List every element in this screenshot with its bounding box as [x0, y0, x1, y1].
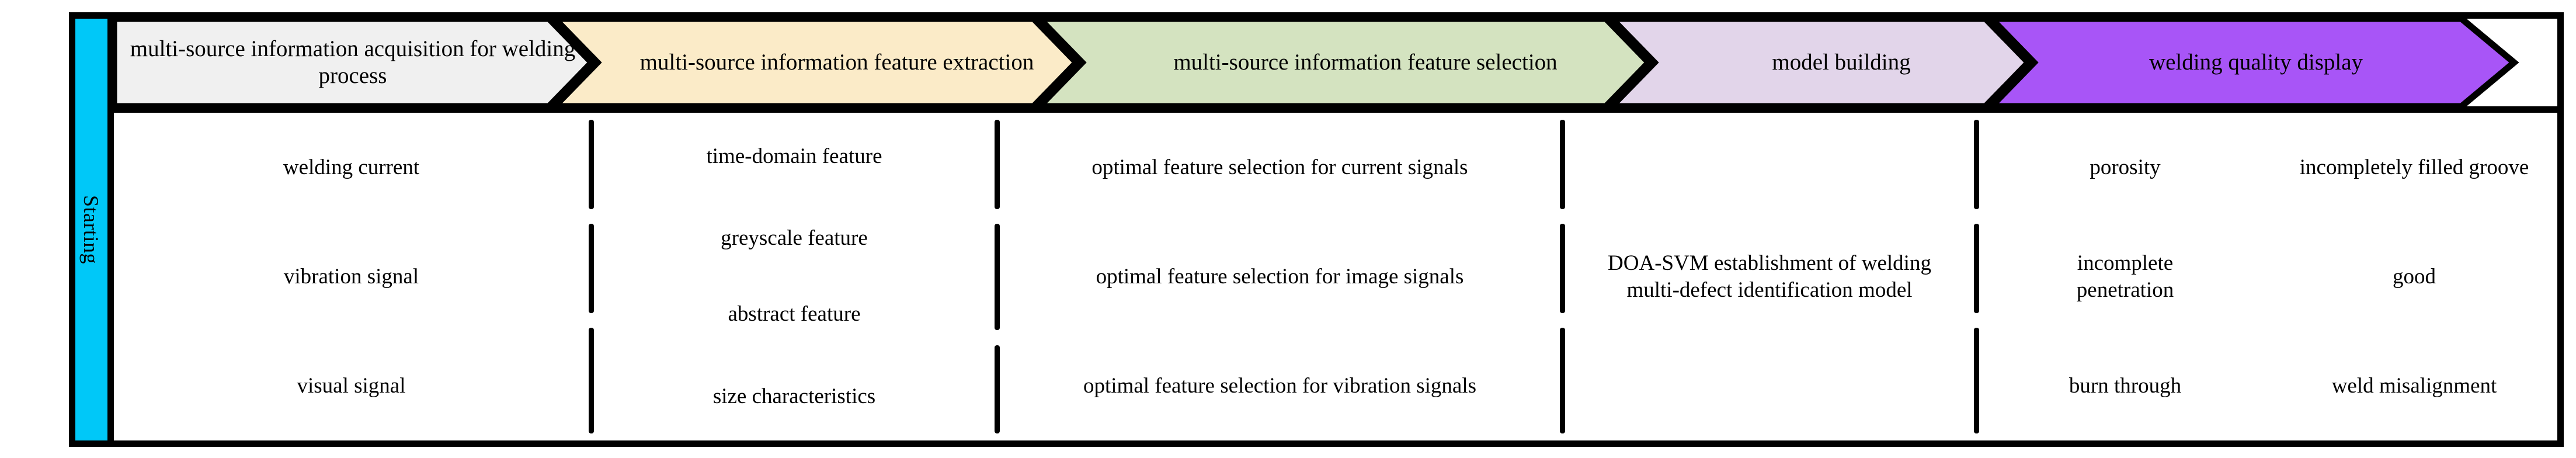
- column-quality-defects: porosity incomplete penetration burn thr…: [1979, 113, 2271, 440]
- separator-bar: [589, 120, 594, 209]
- separator-bar: [1560, 120, 1565, 209]
- chevron-acquisition[interactable]: multi-source information acquisition for…: [114, 19, 592, 106]
- list-item[interactable]: incomplete penetration: [2076, 251, 2174, 302]
- list-item[interactable]: greyscale feature: [721, 226, 868, 251]
- list-item[interactable]: visual signal: [297, 373, 406, 398]
- chevron-quality-display[interactable]: welding quality display: [2034, 19, 2478, 106]
- separator-bar: [1560, 224, 1565, 313]
- separator-bar: [1560, 328, 1565, 433]
- separator-bar: [1974, 224, 1979, 313]
- column-feature-selection: optimal feature selection for current si…: [1000, 113, 1560, 440]
- stage-body-area: welding current vibration signal visual …: [114, 113, 2557, 440]
- list-item[interactable]: time-domain feature: [706, 144, 882, 169]
- stage-header-band: multi-source information acquisition for…: [114, 19, 2557, 106]
- chevron-shape-feature-selection[interactable]: [1035, 19, 1653, 106]
- separator-bar: [1974, 120, 1979, 209]
- separator-bar: [1974, 328, 1979, 433]
- list-item[interactable]: good: [2393, 264, 2436, 289]
- chevron-acquisition-label: multi-source information acquisition for…: [130, 36, 576, 88]
- separator-bar: [995, 224, 1000, 330]
- chevron-feature-extraction[interactable]: multi-source information feature extract…: [597, 19, 1076, 106]
- list-item[interactable]: optimal feature selection for image sign…: [1096, 264, 1464, 289]
- list-item[interactable]: abstract feature: [728, 302, 861, 327]
- separator-bar: [995, 120, 1000, 209]
- list-item[interactable]: optimal feature selection for vibration …: [1083, 373, 1476, 398]
- list-item[interactable]: vibration signal: [283, 264, 419, 289]
- header-divider-rule: [114, 106, 2557, 113]
- separator-bar: [589, 328, 594, 433]
- starting-strip: Starting: [75, 19, 114, 440]
- column-acquisition: welding current vibration signal visual …: [114, 113, 589, 440]
- chevron-model-building[interactable]: model building: [1654, 19, 2028, 106]
- chevron-shape-feature-extraction[interactable]: [550, 19, 1081, 106]
- chevron-shape-model-building[interactable]: [1607, 19, 2033, 106]
- separator-bar: [589, 224, 594, 313]
- column-feature-extraction: time-domain feature greyscale feature ab…: [594, 113, 995, 440]
- list-item[interactable]: weld misalignment: [2331, 373, 2497, 398]
- chevron-shape-quality-display[interactable]: [1987, 19, 2519, 106]
- separator-bar: [995, 345, 1000, 433]
- chevron-model-building-label: model building: [1772, 49, 1911, 75]
- column-quality-results: incompletely filled groove good weld mis…: [2271, 113, 2557, 440]
- chevron-quality-display-label: welding quality display: [2149, 49, 2363, 75]
- list-item[interactable]: welding current: [283, 155, 420, 179]
- chevron-shape-acquisition[interactable]: [114, 19, 596, 106]
- starting-label: Starting: [79, 195, 103, 264]
- chevron-feature-selection-label: multi-source information feature selecti…: [1173, 49, 1558, 75]
- list-item[interactable]: size characteristics: [712, 384, 876, 408]
- list-item[interactable]: incompletely filled groove: [2299, 155, 2529, 179]
- list-item[interactable]: burn through: [2069, 373, 2182, 398]
- list-item[interactable]: porosity: [2090, 155, 2161, 179]
- chevron-shapes: [114, 19, 2519, 106]
- list-item[interactable]: optimal feature selection for current si…: [1091, 155, 1468, 179]
- column-model-building: DOA-SVM establishment of welding multi-d…: [1565, 113, 1974, 440]
- chevron-feature-extraction-label: multi-source information feature extract…: [639, 49, 1034, 75]
- chevron-feature-selection[interactable]: multi-source information feature selecti…: [1082, 19, 1649, 106]
- list-item[interactable]: DOA-SVM establishment of welding multi-d…: [1608, 251, 1931, 302]
